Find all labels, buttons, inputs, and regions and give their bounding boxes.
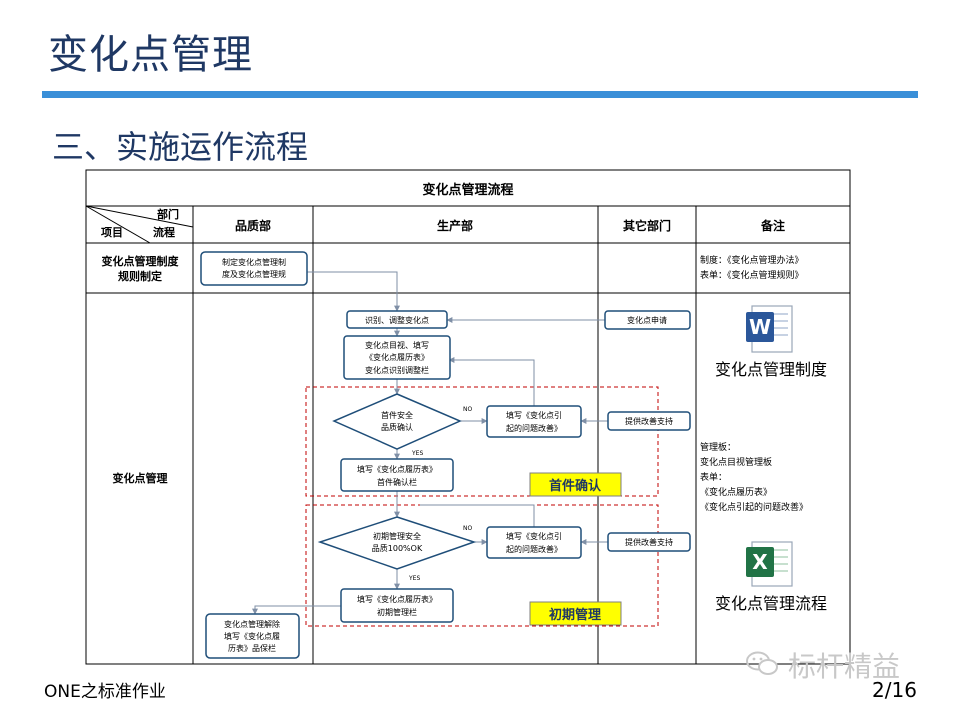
node-text: 变化点管理解除 [224,619,280,629]
table-border [85,169,851,665]
wechat-watermark-icon [746,651,778,675]
process-fill-issue-improvement-2 [486,526,582,559]
corner-label-flow: 流程 [153,225,175,239]
process-fill-early-management [340,588,454,623]
node-text: 初期管理栏 [377,607,417,617]
excel-document-icon: X [746,541,793,587]
title-underline-bar [42,91,918,98]
process-fill-issue-improvement-1 [486,405,582,438]
remark-board-line3: 表单： [700,471,727,483]
remark-rules-line2: 表单：《变化点管理规则》 [700,269,804,281]
node-text: 品质确认 [381,422,413,432]
row2-label: 变化点管理 [113,471,168,485]
process-fill-first-article [340,458,454,492]
svg-text:W: W [749,315,771,339]
node-text: 提供改善支持 [625,537,673,547]
corner-diagonal-2 [85,205,151,244]
remark-board-line2: 变化点目视管理板 [700,456,772,468]
decision-early-management-check [317,516,477,570]
process-change-application [604,310,691,330]
node-text: 制定变化点管理制 [222,257,286,267]
node-text: 提供改善支持 [625,416,673,426]
node-text: 起的问题改善》 [506,544,562,554]
node-text: 历表》品保栏 [228,643,276,653]
decision-first-article-check [332,393,462,450]
node-text: 变化点目视、填写 [365,340,429,350]
remark-board-line4: 《变化点履历表》 [700,486,772,498]
node-text: 填写《变化点履 [224,631,280,641]
process-identify-change [346,310,448,329]
remark-doc2-caption: 变化点管理流程 [715,594,827,613]
row1-label-line2: 规则制定 [118,269,162,283]
slide-title: 变化点管理 [48,32,253,78]
node-text: 首件安全 [381,410,413,420]
page-number: 2/16 [872,678,917,702]
footer-label: ONE之标准作业 [44,682,166,702]
branch-label-no-2: NO [463,525,472,532]
header-quality-dept: 品质部 [235,218,271,233]
zone-label-first-article: 首件确认 [549,478,602,494]
header-remarks: 备注 [760,218,785,233]
watermark-text: 标杆精益 [788,650,901,683]
node-text: 变化点申请 [627,315,667,325]
node-text: 填写《变化点履历表》 [357,594,437,604]
process-release-change [205,613,300,659]
table-title: 变化点管理流程 [422,182,513,198]
branch-label-yes-1: YES [411,450,423,457]
node-text: 变化点识别调整栏 [365,365,429,375]
corner-label-item: 项目 [101,226,123,239]
node-text: 首件确认栏 [377,477,417,487]
node-text: 度及变化点管理规 [222,269,286,279]
node-text: 起的问题改善》 [506,423,562,433]
zone-label-early-management: 初期管理 [549,607,601,623]
process-provide-support-2 [607,532,691,552]
remark-board-line1: 管理板： [700,441,736,453]
header-production-dept: 生产部 [437,218,473,233]
branch-label-yes-2: YES [408,575,420,582]
header-other-dept: 其它部门 [623,218,671,233]
svg-text:X: X [752,550,768,574]
arrow-to-release [252,605,341,615]
arrow-issue1-back [448,357,535,406]
zone-label-bg-first-article [529,472,622,497]
remark-doc1-caption: 变化点管理制度 [715,360,827,379]
process-define-rules [200,251,308,286]
slide-subtitle: 三、实施运作流程 [52,128,309,166]
arrow-rules-to-identify [307,271,400,312]
node-text: 填写《变化点引 [506,531,562,541]
process-visual-record [343,335,451,380]
arrow-issue2-back [420,504,535,527]
remark-rules-line1: 制度：《变化点管理办法》 [700,254,804,266]
word-document-icon: W [746,305,793,353]
process-provide-support-1 [607,411,691,431]
node-text: 初期管理安全 [373,531,421,541]
branch-label-no-1: NO [463,406,472,413]
corner-label-department: 部门 [157,207,179,221]
node-text: 识别、调整变化点 [365,315,429,325]
node-text: 品质100%OK [372,543,423,553]
connectors [252,271,608,615]
row1-label-line1: 变化点管理制度 [102,254,180,268]
zone-first-article [305,386,659,497]
node-text: 《变化点履历表》 [365,352,429,362]
flow-table [85,169,851,665]
node-text: 填写《变化点引 [506,410,562,420]
remark-board-line5: 《变化点引起的问题改善》 [700,501,808,513]
zone-label-bg-early-management [529,601,622,626]
corner-diagonal-1 [85,205,194,228]
node-text: 填写《变化点履历表》 [357,464,437,474]
